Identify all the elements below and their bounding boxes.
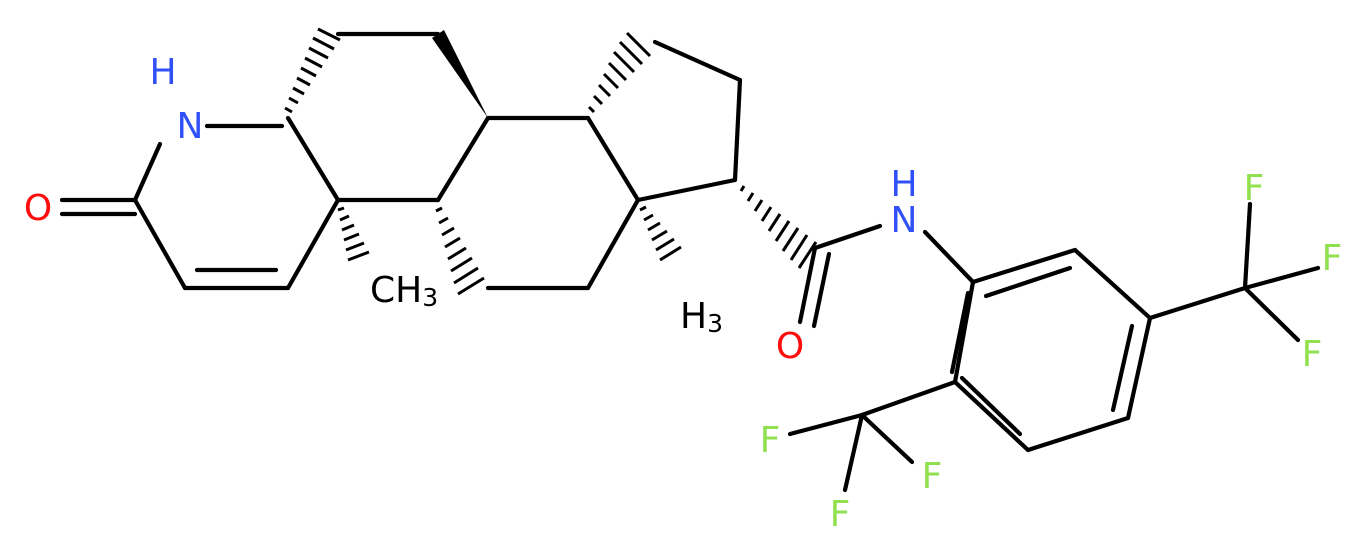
bond <box>787 412 865 437</box>
atom-label-nitrogen: N <box>891 200 918 241</box>
hash-wedge <box>739 185 818 269</box>
bond <box>1110 323 1135 413</box>
bond <box>859 379 958 418</box>
atom-label-nitrogen: N <box>177 106 204 147</box>
bond <box>842 412 865 493</box>
atom-label-methyl: CH3 <box>370 270 438 312</box>
bond <box>1025 415 1131 453</box>
atom-label-methyl: H3 <box>680 296 723 338</box>
atom-label-fluorine: F <box>922 456 943 497</box>
hashed-bonds <box>284 27 818 296</box>
atom-label-oxygen: O <box>776 326 804 367</box>
bonds <box>59 31 1321 493</box>
hash-wedge <box>337 206 370 262</box>
hash-wedge <box>435 206 485 296</box>
wedge-bonds <box>432 30 488 118</box>
bond <box>970 247 1078 285</box>
bond <box>585 115 641 203</box>
atom-label-fluorine: F <box>1244 168 1265 209</box>
bond <box>635 177 738 203</box>
atom-label-fluorine: F <box>830 494 851 535</box>
atom-label-fluorine: F <box>1302 334 1323 375</box>
bold-wedge <box>432 30 488 118</box>
bond <box>585 197 641 291</box>
bond <box>1072 247 1153 321</box>
bond <box>285 197 341 291</box>
atom-label-oxygen: O <box>24 188 52 229</box>
bond <box>812 223 883 251</box>
atom-labels: N H O CH3 H3 H N O F F F F F F <box>24 52 1343 535</box>
bond <box>952 279 976 385</box>
bond <box>1242 285 1301 343</box>
atom-label-fluorine: F <box>760 420 781 461</box>
atom-label-fluorine: F <box>1322 238 1343 279</box>
bond <box>922 229 976 285</box>
bond <box>652 39 743 83</box>
atom-label-hydrogen: H <box>890 164 917 205</box>
hash-wedge <box>587 31 652 114</box>
bond <box>132 197 188 291</box>
bond <box>859 412 915 465</box>
bond <box>797 245 818 325</box>
bond <box>952 379 1031 453</box>
bond <box>959 375 1023 437</box>
bond <box>1147 285 1248 321</box>
hash-wedge <box>639 205 682 262</box>
bond <box>1242 265 1321 291</box>
hash-wedge <box>284 27 341 114</box>
bond <box>949 290 971 375</box>
bond <box>811 251 832 329</box>
bond <box>983 265 1073 299</box>
bond <box>435 115 491 203</box>
atom-label-hydrogen: H <box>149 52 176 93</box>
bond <box>732 77 743 183</box>
bond <box>1125 315 1153 421</box>
bond <box>1242 201 1253 291</box>
bond <box>285 115 341 203</box>
bond <box>132 141 163 203</box>
